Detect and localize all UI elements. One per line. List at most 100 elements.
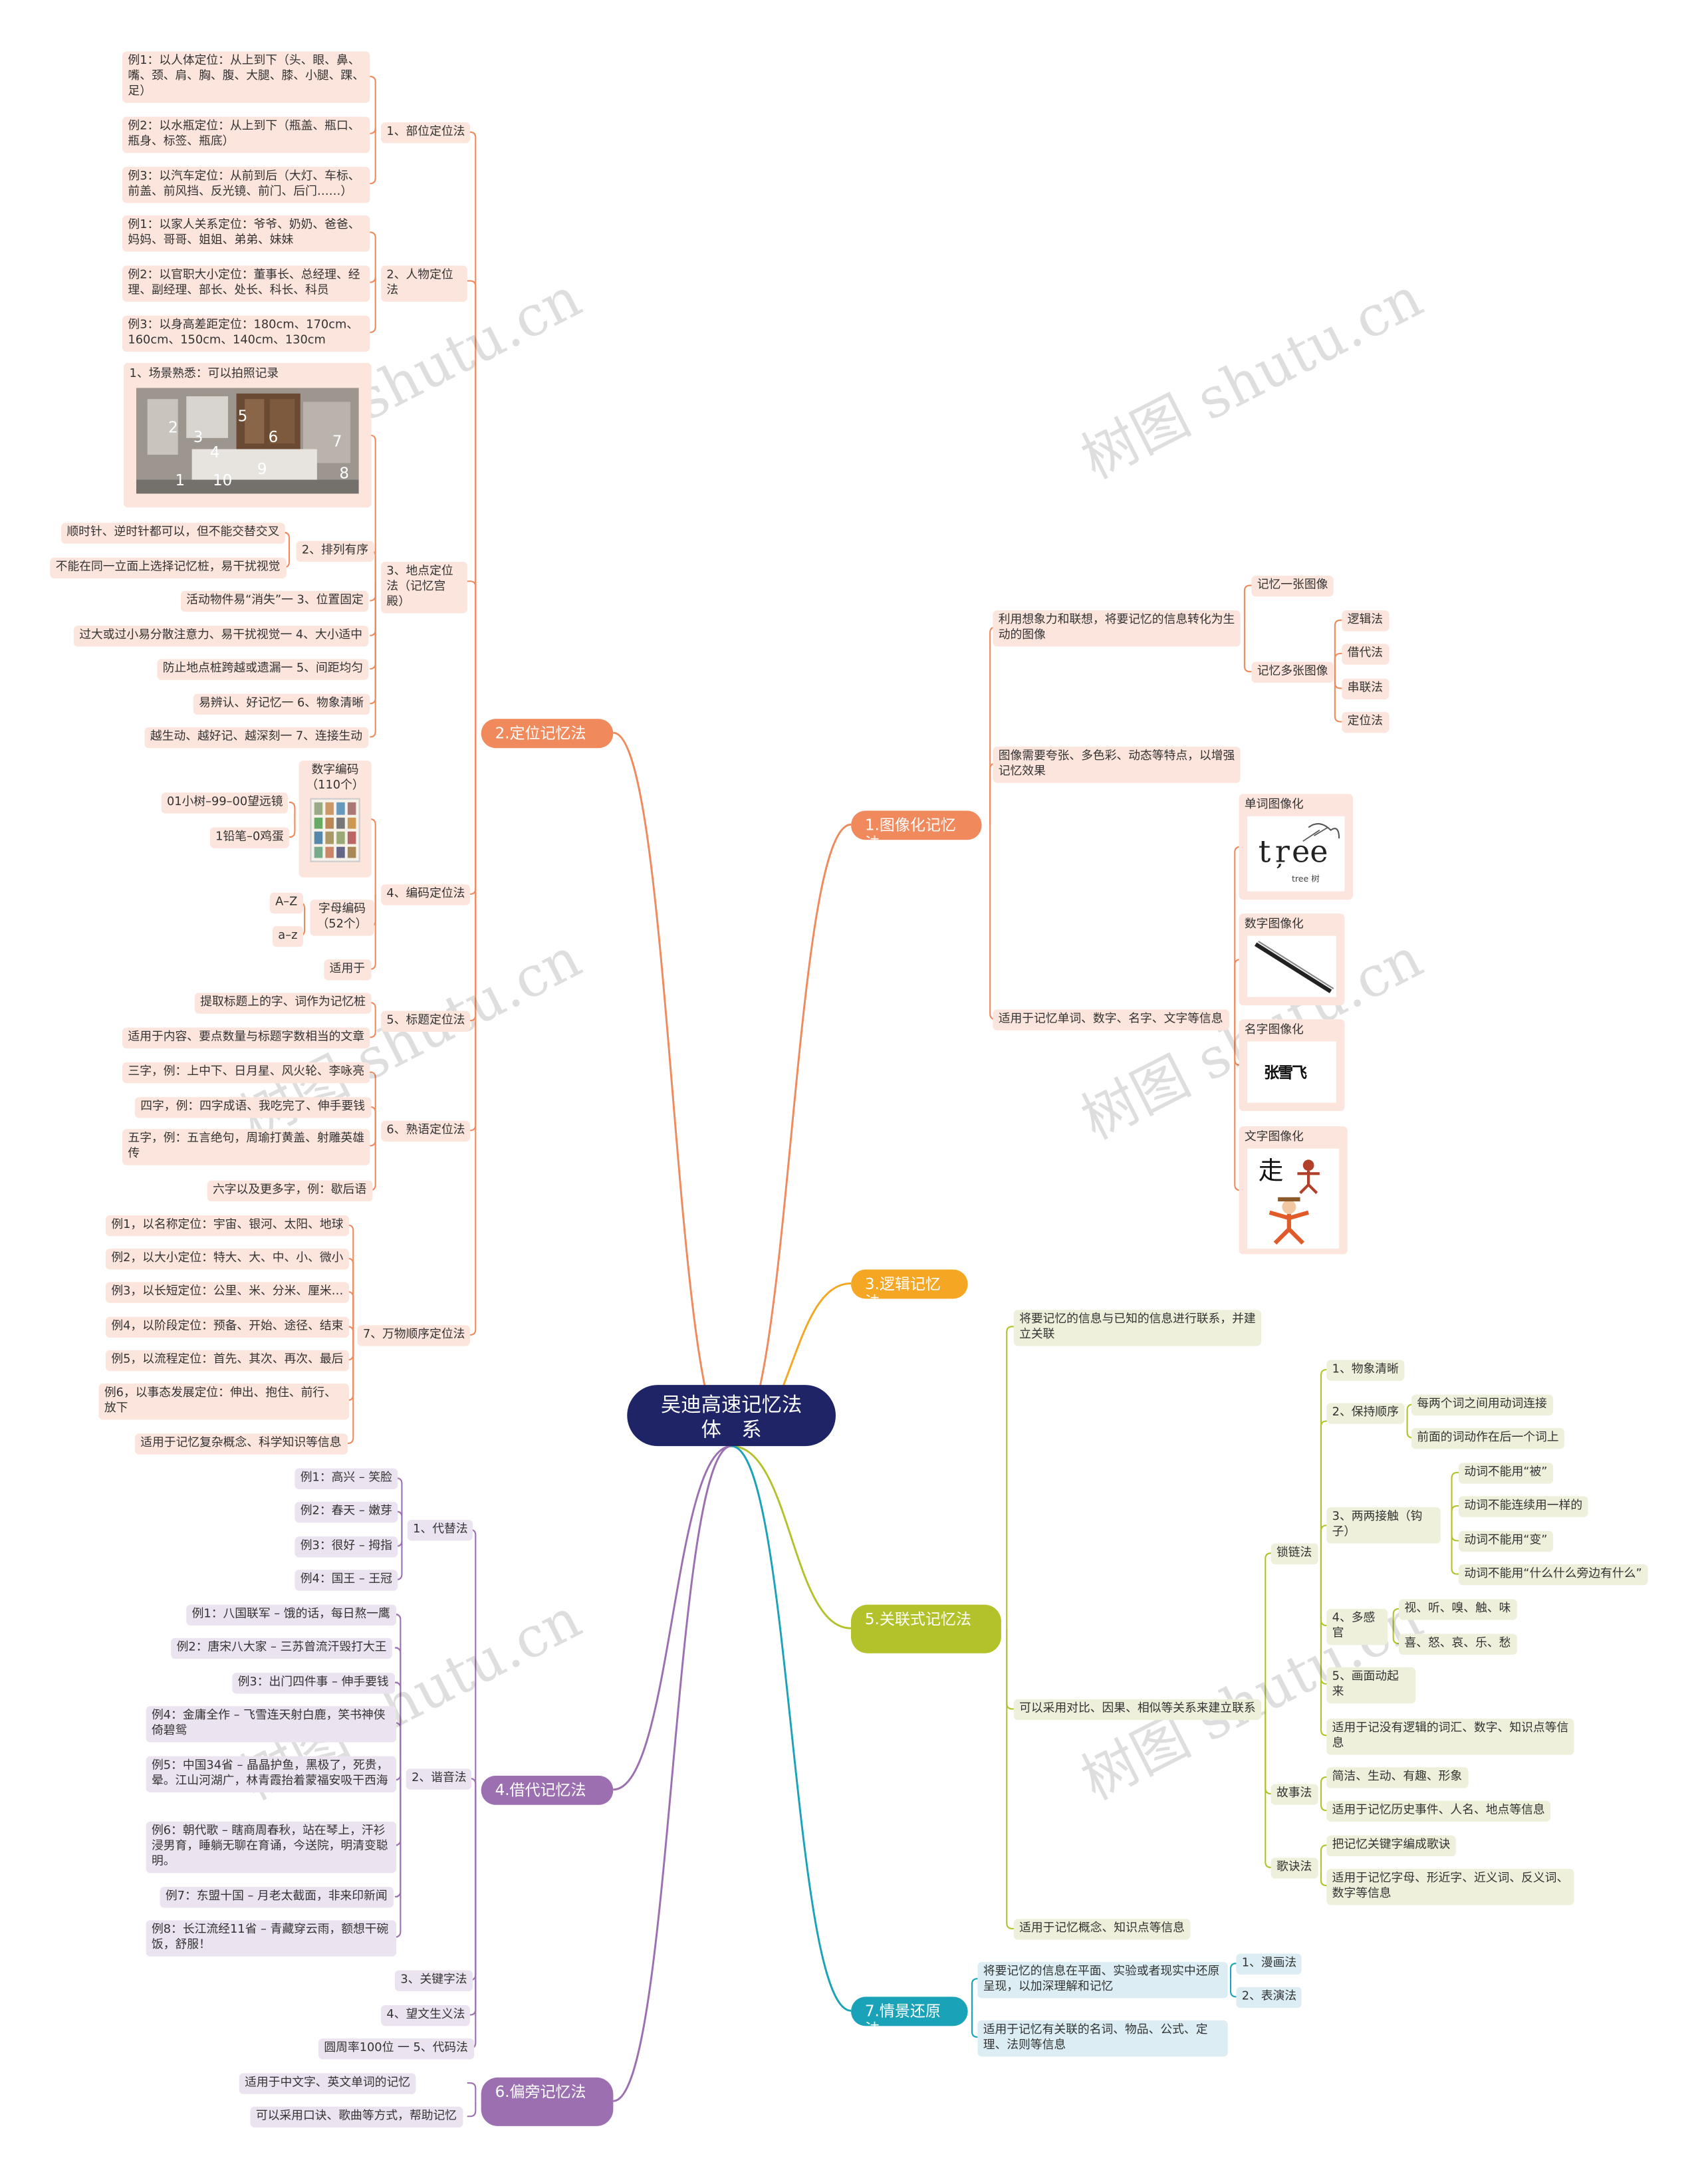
b2-s6-title[interactable]: 6、熟语定位法 — [381, 1120, 471, 1142]
b2-s7-title[interactable]: 7、万物顺序定位法 — [357, 1325, 471, 1346]
connector-line — [370, 277, 376, 283]
b4-s2-title[interactable]: 2、谐音法 — [406, 1768, 472, 1790]
connector-line — [467, 1528, 477, 1790]
b5-chain-sub: 动词不能用“变” — [1458, 1530, 1553, 1552]
connector-line — [467, 131, 477, 733]
connector-line — [1334, 619, 1345, 672]
b5-chain-item: 5、画面动起来 — [1326, 1667, 1416, 1704]
connector-line — [613, 731, 732, 1447]
center-subtitle: 体 系 — [701, 1419, 762, 1442]
branch-scene-restore[interactable]: 7.情景还原法 — [850, 1997, 968, 2038]
b2-s3-title[interactable]: 3、地点定位法（记忆宫殿） — [381, 561, 467, 614]
branch-association-memory[interactable]: 5.关联式记忆法 — [850, 1604, 1001, 1653]
b2-s1-title[interactable]: 1、部位定位法 — [381, 122, 471, 144]
b2-s3-order-item: 不能在同一立面上选择记忆桩，易干扰视觉 — [50, 557, 286, 579]
b5-chain-sub: 视、听、嗅、触、味 — [1399, 1599, 1517, 1620]
b2-s4-digits: 数字编码（110个） — [299, 761, 372, 878]
connector-line — [613, 1445, 732, 1791]
b2-s4-letter-item: a–z — [272, 925, 303, 947]
connector-line — [467, 1789, 477, 1981]
connector-line — [1392, 1625, 1402, 1645]
b5-song-item: 适用于记忆字母、形近字、近义词、反义词、数字等信息 — [1326, 1868, 1574, 1905]
b1-applies: 适用于记忆单词、数字、名字、文字等信息 — [993, 1009, 1229, 1031]
b5-story-item: 适用于记忆历史事件、人名、地点等信息 — [1326, 1800, 1551, 1822]
tree-word-image-icon: t ŗ ee tree 树 — [1247, 816, 1345, 892]
b2-s5-title[interactable]: 5、标题定位法 — [381, 1011, 471, 1032]
b1-desc-imagination: 利用想象力和联想，将要记忆的信息转化为生动的图像 — [993, 610, 1241, 647]
center-topic[interactable]: 吴迪高速记忆法 体 系 — [627, 1385, 836, 1447]
b2-s5-item: 提取标题上的字、词作为记忆桩 — [194, 993, 372, 1014]
b4-s3-title[interactable]: 3、关键字法 — [394, 1970, 473, 1992]
b1-multi-item: 借代法 — [1342, 644, 1389, 665]
b2-s4-title[interactable]: 4、编码定位法 — [381, 884, 471, 906]
b2-s1-item: 例3：以汽车定位：从前到后（大灯、车标、前盖、前风挡、反光镜、前门、后门……） — [122, 166, 370, 203]
connector-line — [989, 626, 996, 825]
connector-line — [370, 581, 376, 738]
connector-line — [1451, 1471, 1462, 1526]
connector-line — [370, 581, 376, 670]
b2-s4-digit-item: 01小树–99–00望远镜 — [161, 792, 289, 814]
digit-code-chart-image — [310, 798, 360, 862]
connector-line — [370, 581, 376, 636]
b2-s3-clear: 易辨认、好记忆一 6、物象清晰 — [193, 693, 370, 715]
b5-chain-item: 1、物象清晰 — [1326, 1360, 1405, 1381]
b2-s7-item: 适用于记忆复杂概念、科学知识等信息 — [134, 1433, 347, 1455]
branch-image-memory[interactable]: 1.图像化记忆法 — [850, 810, 982, 852]
b5-chain-sub: 动词不能连续用一样的 — [1458, 1496, 1588, 1517]
connector-line — [370, 581, 376, 602]
b5-story-item: 简洁、生动、有趣、形象 — [1326, 1767, 1468, 1788]
b2-s3-fixed: 活动物件易“消失”一 3、位置固定 — [180, 590, 370, 612]
b2-s7-item: 例3，以长短定位：公里、米、分米、厘米… — [105, 1282, 349, 1303]
b2-s3-spacing: 防止地点桩跨越或遗漏一 5、间距均匀 — [157, 659, 369, 680]
connector-line — [467, 733, 477, 1022]
b4-s1-item: 例2：春天 – 嫩芽 — [295, 1501, 398, 1523]
b7-comic: 1、漫画法 — [1236, 1953, 1302, 1975]
b5-song-title[interactable]: 歌诀法 — [1271, 1858, 1318, 1879]
room-marker: 8 — [339, 464, 349, 483]
connector-line — [1265, 1552, 1274, 1709]
b4-s1-title[interactable]: 1、代替法 — [407, 1520, 473, 1541]
b5-chain-item: 4、多感官 — [1326, 1608, 1388, 1645]
connector-line — [1006, 1326, 1017, 1629]
tree-caption: tree 树 — [1292, 874, 1320, 885]
room-marker: 1 — [175, 471, 185, 490]
b2-s7-item: 例4，以阶段定位：预备、开始、途径、结束 — [105, 1316, 349, 1338]
branch-radical-memory[interactable]: 6.偏旁记忆法 — [481, 2077, 614, 2126]
b2-s1-item: 例2：以水瓶定位：从上到下（瓶盖、瓶口、瓶身、标签、瓶底） — [122, 116, 370, 154]
connector-line — [394, 1614, 402, 1779]
b2-s5-item: 适用于内容、要点数量与标题字数相当的文章 — [122, 1027, 370, 1048]
card-number-image: 数字图像化 — [1239, 913, 1345, 1006]
connector-line — [1320, 1524, 1330, 1554]
connector-line — [1320, 1420, 1330, 1554]
card-label: 文字图像化 — [1244, 1130, 1304, 1145]
b4-s2-item: 例3：出门四件事 – 伸手要钱 — [232, 1673, 395, 1694]
connector-line — [1320, 1867, 1330, 1887]
connector-line — [467, 733, 477, 895]
b2-s7-item: 例5，以流程定位：首先、其次、再次、最后 — [105, 1350, 349, 1372]
connector-line — [1243, 627, 1255, 673]
b4-s5-title[interactable]: 圆周率100位 一 5、代码法 — [318, 2038, 474, 2060]
b5-chain-title[interactable]: 锁链法 — [1271, 1543, 1318, 1564]
room-marker: 2 — [168, 418, 178, 437]
connector-line — [370, 132, 376, 185]
b1-multi-item: 定位法 — [1342, 711, 1389, 733]
connector-line — [1006, 1628, 1017, 1929]
branch-logic-memory[interactable]: 3.逻辑记忆法 — [850, 1269, 968, 1311]
connector-line — [370, 1021, 376, 1038]
connector-line — [1392, 1608, 1402, 1626]
branch-location-memory[interactable]: 2.定位记忆法 — [481, 719, 614, 749]
b5-chain-sub: 动词不能用“什么什么旁边有什么” — [1458, 1564, 1648, 1586]
b5-story-title[interactable]: 故事法 — [1271, 1784, 1318, 1805]
b2-s2-title[interactable]: 2、人物定位法 — [381, 265, 467, 302]
branch-substitute-memory[interactable]: 4.借代记忆法 — [481, 1775, 614, 1805]
b1-single-image: 记忆一张图像 — [1251, 575, 1334, 597]
b7-acting: 2、表演法 — [1236, 1987, 1302, 2008]
connector-line — [467, 580, 477, 733]
connector-line — [1320, 1844, 1330, 1868]
b4-s4-title[interactable]: 4、望文生义法 — [381, 2004, 471, 2026]
b2-s1-item: 例1：以人体定位：从上到下（头、眼、鼻、嘴、颈、肩、胸、腹、大腿、膝、小腿、踝、… — [122, 51, 370, 103]
b4-s2-item: 例6：朝代歌 – 瞎商周春秋，站在琴上，汗衫浸男育，睡躺无聊在育诵，今送院，明清… — [146, 1821, 397, 1874]
connector-line — [370, 281, 376, 333]
b4-s2-item: 例2：唐宋八大家 – 三苏曾流汗毁打大王 — [171, 1638, 392, 1659]
